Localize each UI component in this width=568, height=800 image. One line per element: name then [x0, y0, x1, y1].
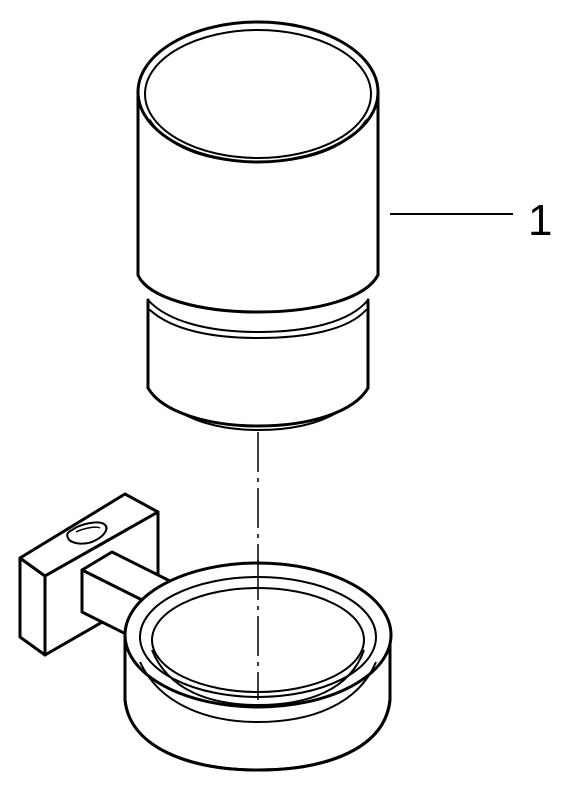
tumbler-glass [136, 20, 380, 431]
wall-mount-plate [18, 492, 160, 657]
callout-number: 1 [528, 196, 552, 245]
